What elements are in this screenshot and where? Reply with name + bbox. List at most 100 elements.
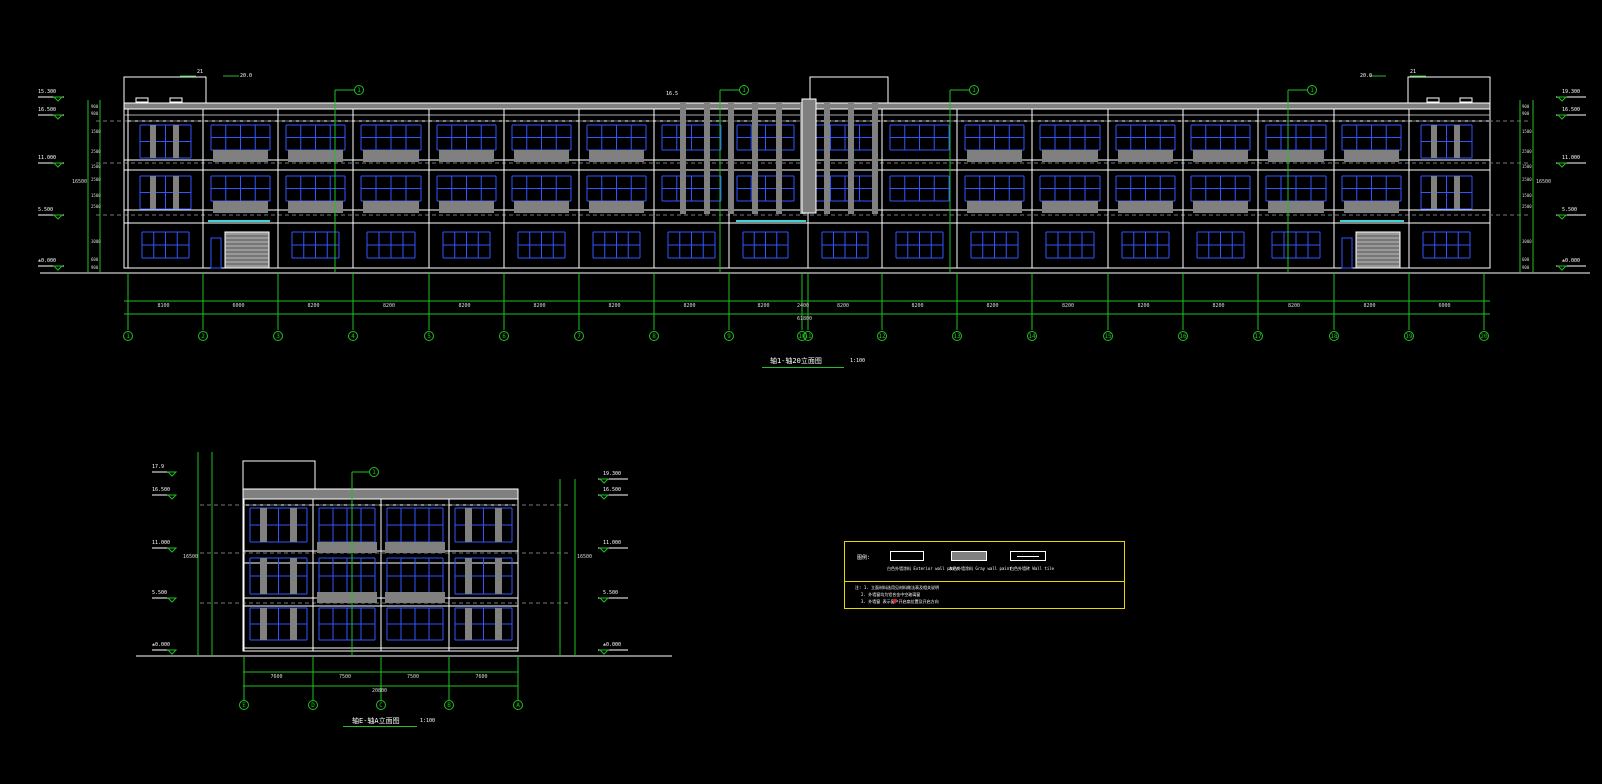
side-elev-right: 11.000 — [603, 540, 622, 546]
elev-triangle — [52, 96, 64, 102]
side-roof-house — [242, 460, 316, 490]
front-level-dim-left: 1500 — [91, 129, 101, 134]
front-elevation-title-text: 轴1-轴20立面图 — [770, 357, 822, 365]
side-spandrel-panel — [385, 592, 445, 603]
front-elev-right: ±0.000 — [1562, 258, 1581, 264]
elev-triangle — [598, 649, 610, 655]
elev-triangle — [52, 162, 64, 168]
legend-separator — [845, 581, 1124, 582]
side-elev-left: 5.500 — [152, 590, 168, 596]
front-axis-bubble: 7 — [574, 331, 584, 341]
front-level-dim-right: 2500 — [1522, 149, 1532, 154]
front-span-label: 2400 — [797, 303, 810, 309]
legend-note-2: 2. 外墙窗均为铝合金中空玻璃窗 — [861, 592, 921, 597]
side-elevation-title: 轴E-轴A立面图 — [352, 716, 400, 726]
front-span-label: 8200 — [837, 303, 850, 309]
front-level-dim-left: 1500 — [91, 164, 101, 169]
front-level-dim-right: 1500 — [1522, 193, 1532, 198]
front-axis-bubble: 18 — [1329, 331, 1339, 341]
front-spandrel-panel — [967, 201, 1022, 213]
front-elevation-scale: 1:100 — [850, 358, 865, 364]
front-level-dim-left: 900 — [91, 104, 99, 109]
front-roof-house-center — [809, 76, 889, 104]
front-center-fin — [752, 102, 758, 214]
side-wall-panel — [465, 508, 472, 542]
front-span-label: 8200 — [1062, 303, 1075, 309]
front-level-dim-right: 600 — [1522, 257, 1530, 262]
front-wall-panel — [150, 176, 156, 209]
side-total-height-right: 16500 — [577, 554, 593, 560]
front-level-dim-left: 2500 — [91, 149, 101, 154]
front-axis-bubble: 6 — [499, 331, 509, 341]
side-axis-bubble: B — [444, 700, 454, 710]
side-axis-bubble: C — [376, 700, 386, 710]
elev-triangle — [166, 494, 178, 500]
front-spandrel-panel — [213, 150, 268, 162]
side-elev-left: 11.000 — [152, 540, 171, 546]
elev-triangle — [1556, 265, 1568, 271]
front-level-dim-left: 900 — [91, 111, 99, 116]
front-level-dim-left: 2500 — [91, 204, 101, 209]
elev-triangle — [598, 547, 610, 553]
front-spandrel-panel — [1193, 201, 1248, 213]
front-total-height-left: 16500 — [72, 179, 88, 185]
front-total-height-right: 16500 — [1536, 179, 1552, 185]
legend-note-1: 注: 1. 立面材料选用见材料做法表及相关说明 — [855, 585, 940, 590]
front-elevation-scale-text: 1:100 — [850, 358, 866, 364]
front-rolling-door — [1355, 231, 1401, 269]
front-spandrel-panel — [213, 201, 268, 213]
front-spandrel-panel — [1118, 201, 1173, 213]
front-roof-house-right — [1407, 76, 1491, 104]
elev-triangle — [1556, 214, 1568, 220]
front-span-label: 8200 — [986, 303, 999, 309]
elev-triangle — [166, 597, 178, 603]
side-spandrel-panel — [317, 542, 377, 553]
front-span-label: 8200 — [1363, 303, 1376, 309]
front-axis-bubble: 1 — [123, 331, 133, 341]
front-wall-panel — [173, 176, 179, 209]
front-center-fin — [872, 102, 878, 214]
elev-triangle — [1556, 114, 1568, 120]
front-spandrel-panel — [288, 150, 343, 162]
front-elevation-title: 轴1-轴20立面图 — [770, 356, 822, 366]
legend-swatch-white-paint — [890, 551, 924, 561]
legend-red-mark-icon — [893, 599, 897, 603]
front-callout-bubble: 1 — [354, 85, 364, 95]
front-axis-bubble: 4 — [348, 331, 358, 341]
roof-mark-label: 20.0 — [1360, 73, 1373, 79]
front-elev-left: 15.300 — [38, 89, 57, 95]
front-level-dim-right: 3000 — [1522, 239, 1532, 244]
roof-house-vent — [169, 97, 183, 103]
roof-house-vent — [1426, 97, 1440, 103]
front-axis-bubble: 14 — [1027, 331, 1037, 341]
side-elevation-scale-text: 1:100 — [420, 718, 436, 724]
side-wall-panel — [290, 508, 297, 542]
legend-note-3: 3. 外墙窗 表示窗户开启扇位置及开启方向 — [861, 599, 939, 604]
front-center-fin — [704, 102, 710, 214]
front-span-label: 8200 — [1212, 303, 1225, 309]
front-level-dim-left: 3000 — [91, 239, 101, 244]
elev-triangle — [166, 471, 178, 477]
front-level-dim-right: 1500 — [1522, 129, 1532, 134]
front-center-column — [801, 98, 817, 214]
legend-heading: 图例: — [857, 555, 871, 561]
front-span-label: 8200 — [1137, 303, 1150, 309]
front-spandrel-panel — [439, 201, 494, 213]
roof-mark-label: 20.0 — [240, 73, 253, 79]
front-spandrel-panel — [1193, 150, 1248, 162]
front-center-fin — [824, 102, 830, 214]
side-axis-bubble: D — [308, 700, 318, 710]
side-span-label: 7600 — [270, 674, 283, 680]
side-span-label: 7500 — [407, 674, 420, 680]
front-axis-bubble: 3 — [273, 331, 283, 341]
side-total-height-left: 16500 — [183, 554, 199, 560]
front-elev-right: 11.000 — [1562, 155, 1581, 161]
side-elevation-title-text: 轴E-轴A立面图 — [352, 717, 400, 725]
front-elev-left: 11.000 — [38, 155, 57, 161]
front-total-label: 61800 — [797, 316, 813, 322]
front-level-dim-right: 2500 — [1522, 177, 1532, 182]
front-axis-bubble: 13 — [952, 331, 962, 341]
roof-house-vent — [135, 97, 149, 103]
front-spandrel-panel — [288, 201, 343, 213]
